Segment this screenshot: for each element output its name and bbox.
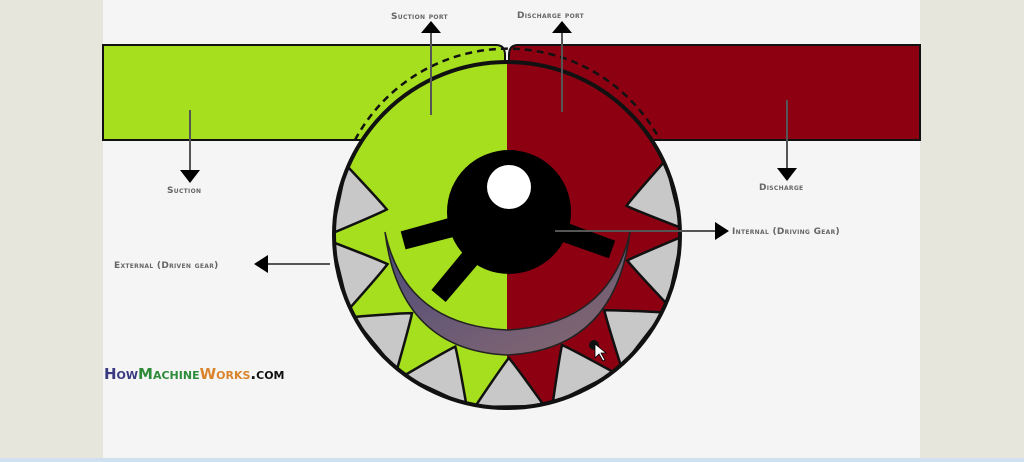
gear-tooth-gap — [624, 157, 680, 231]
gear-tooth-gap — [334, 162, 389, 236]
external-gear-rim — [332, 60, 682, 410]
gear-tooth-gap — [349, 311, 414, 374]
internal-gear-label: Internal (Driving Gear) — [732, 227, 840, 237]
discharge-label: Discharge — [759, 183, 803, 193]
mouse-cursor-icon — [589, 340, 608, 362]
gear-tooth-gap — [551, 343, 618, 407]
logo: HowMachineWorks.com — [104, 365, 285, 383]
logo-com: .com — [250, 365, 284, 383]
internal-gear-tooth — [449, 185, 486, 212]
gear-tooth-gap — [602, 308, 667, 371]
gear-tooth-gap — [334, 239, 390, 313]
internal-gear-tooth — [400, 209, 485, 250]
internal-gear-tooth — [431, 227, 499, 302]
discharge-port-label: Discharge port — [517, 11, 585, 21]
gear-shaft-hole — [487, 165, 531, 209]
external-gear-label: External (Driven gear) — [114, 261, 219, 271]
suction-label: Suction — [167, 186, 201, 196]
bottom-strip — [0, 458, 1024, 462]
dashed-arc — [353, 47, 662, 141]
logo-machine: Machine — [138, 365, 200, 383]
suction-port-label: Suction port — [391, 12, 448, 22]
gear-tooth-gap — [625, 234, 680, 308]
logo-works: Works — [200, 365, 251, 383]
logo-how: How — [104, 365, 138, 383]
gear-tooth-gap — [472, 356, 547, 408]
gear-tooth-gap — [400, 344, 469, 408]
external-gear-teeth — [334, 157, 680, 408]
internal-gear-tooth — [532, 212, 616, 259]
internal-gear-tooth — [532, 185, 569, 212]
internal-gear — [400, 150, 616, 302]
crescent — [384, 231, 631, 356]
